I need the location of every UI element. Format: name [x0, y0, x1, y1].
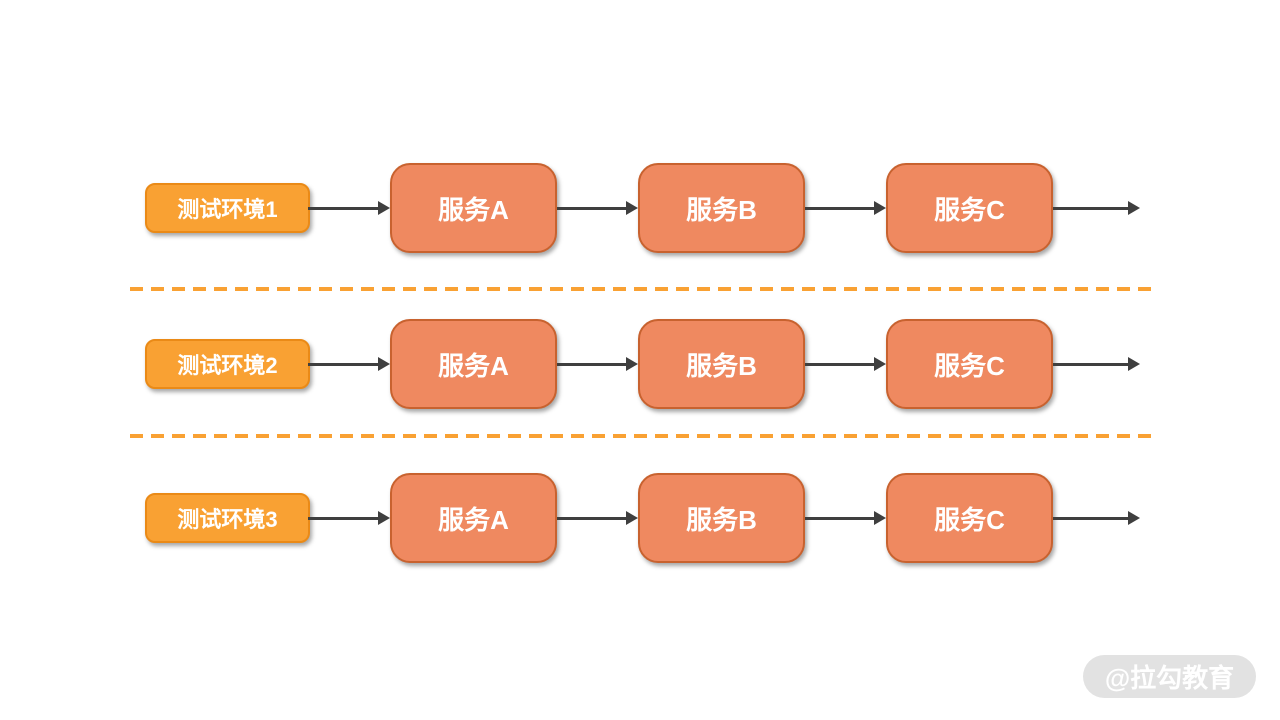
service-label-a: 服务A — [438, 350, 509, 381]
service-box-b: 服务B — [638, 319, 805, 409]
service-label-b: 服务B — [686, 350, 757, 381]
watermark-label: @拉勾教育 — [1104, 663, 1235, 693]
arrow-right-icon — [308, 510, 390, 526]
service-box-a: 服务A — [390, 163, 557, 253]
env-box-2: 测试环境2 — [145, 339, 310, 389]
dashed-separator-2 — [130, 434, 1156, 438]
arrow-right-icon — [805, 356, 886, 372]
service-label-a: 服务A — [438, 194, 509, 225]
service-box-a: 服务A — [390, 473, 557, 563]
service-box-c: 服务C — [886, 319, 1053, 409]
arrow-right-icon — [1053, 356, 1140, 372]
env-label-2: 测试环境2 — [177, 353, 278, 378]
arrow-right-icon — [308, 200, 390, 216]
pipeline-row-1: 测试环境1 服务A 服务B 服务C — [0, 163, 1280, 253]
pipeline-row-2: 测试环境2 服务A 服务B 服务C — [0, 319, 1280, 409]
env-box-1: 测试环境1 — [145, 183, 310, 233]
env-label-1: 测试环境1 — [177, 197, 278, 222]
arrow-right-icon — [805, 200, 886, 216]
service-box-b: 服务B — [638, 163, 805, 253]
service-label-c: 服务C — [934, 350, 1005, 381]
pipeline-row-3: 测试环境3 服务A 服务B 服务C — [0, 473, 1280, 563]
arrow-right-icon — [557, 356, 638, 372]
service-label-b: 服务B — [686, 194, 757, 225]
service-box-c: 服务C — [886, 473, 1053, 563]
dashed-separator-1 — [130, 287, 1156, 291]
service-label-c: 服务C — [934, 504, 1005, 535]
arrow-right-icon — [805, 510, 886, 526]
service-label-b: 服务B — [686, 504, 757, 535]
env-label-3: 测试环境3 — [177, 507, 278, 532]
watermark-badge: @拉勾教育 — [1083, 655, 1256, 698]
arrow-right-icon — [308, 356, 390, 372]
service-box-c: 服务C — [886, 163, 1053, 253]
arrow-right-icon — [1053, 510, 1140, 526]
arrow-right-icon — [1053, 200, 1140, 216]
service-box-a: 服务A — [390, 319, 557, 409]
service-box-b: 服务B — [638, 473, 805, 563]
env-box-3: 测试环境3 — [145, 493, 310, 543]
arrow-right-icon — [557, 200, 638, 216]
arrow-right-icon — [557, 510, 638, 526]
service-label-a: 服务A — [438, 504, 509, 535]
service-label-c: 服务C — [934, 194, 1005, 225]
